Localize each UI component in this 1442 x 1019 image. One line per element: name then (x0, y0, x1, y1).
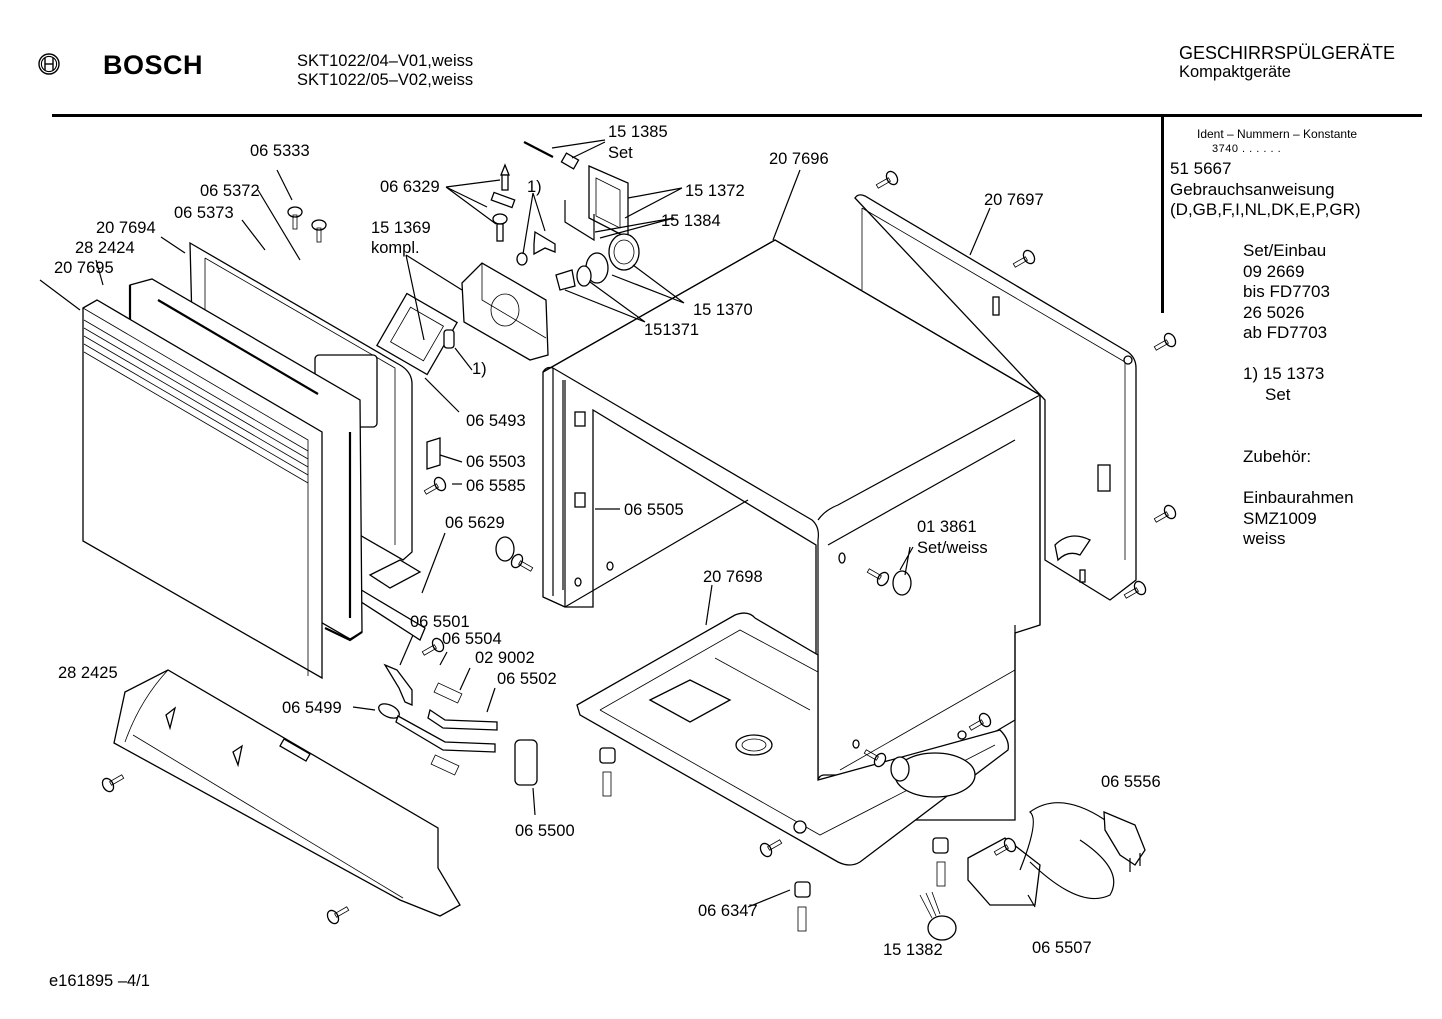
callout-label: 06 5501 (410, 613, 470, 631)
model-list: SKT1022/04–V01,weiss SKT1022/05–V02,weis… (297, 52, 473, 90)
callout-label: 06 5505 (624, 501, 684, 519)
screw-icon (1153, 504, 1177, 523)
callout-label: 15 1370 (693, 301, 753, 319)
callout-label: 06 5500 (515, 822, 575, 840)
screw-icon (311, 219, 327, 243)
screw-icon (993, 837, 1017, 856)
manual-label: Gebrauchsanweisung (1170, 179, 1335, 199)
callout-label: 06 5503 (466, 453, 526, 471)
callout-label: 20 7694 (96, 219, 156, 237)
category-title: GESCHIRRSPÜLGERÄTE (1179, 43, 1396, 63)
callout-label: 06 5585 (466, 477, 526, 495)
callout-label: 15 1384 (661, 212, 721, 230)
callout-label: 06 5556 (1101, 773, 1161, 791)
accessories-title: Zubehör: (1243, 447, 1312, 466)
bosch-armature-logo-icon (38, 53, 60, 75)
screw-icon (1153, 332, 1177, 351)
accessory-line: weiss (1243, 529, 1286, 548)
callout-label: 06 5502 (497, 670, 557, 688)
screw-icon (875, 170, 899, 189)
callout-label: 20 7696 (769, 150, 829, 168)
category-subtitle: Kompaktgeräte (1179, 63, 1291, 81)
manual-info: 51 5667 Gebrauchsanweisung (D,GB,F,I,NL,… (1170, 159, 1361, 221)
footnote-number: 1) 15 1373 (1243, 364, 1325, 383)
screw-icon (1123, 580, 1147, 599)
callout-label: 20 7698 (703, 568, 763, 586)
callout-label: 1) (527, 178, 542, 196)
ident-heading: Ident – Nummern – Konstante (1197, 127, 1358, 141)
screw-icon (421, 637, 445, 656)
callout-label: 06 5493 (466, 412, 526, 430)
screw-icon (1012, 249, 1036, 268)
set-einbau-line: bis FD7703 (1243, 282, 1330, 301)
side-panel-divider (1161, 116, 1164, 313)
leader-lines (39, 139, 1036, 908)
brand-name: BOSCH (103, 50, 204, 80)
callout-label: 28 2424 (75, 239, 135, 257)
callout-label: 02 9002 (475, 649, 535, 667)
base-plate-part (576, 612, 1009, 866)
callout-label: 06 6347 (698, 902, 758, 920)
callout-label: 06 5333 (250, 142, 310, 160)
footnote-label: Set (1265, 384, 1291, 404)
callout-label: 20 7695 (54, 259, 114, 277)
callout-label: 15 1382 (883, 941, 943, 959)
callout-label: Set/weiss (917, 539, 988, 557)
screw-icon (968, 712, 992, 731)
callout-label: 20 7697 (984, 191, 1044, 209)
accessory-line: SMZ1009 (1243, 508, 1317, 528)
accessories-list: Einbaurahmen SMZ1009 weiss (1243, 488, 1354, 550)
callout-label: 15 1372 (685, 182, 745, 200)
set-einbau-line: ab FD7703 (1243, 323, 1328, 342)
plinth-kickplate-part (113, 669, 461, 917)
callout-label: 06 5629 (445, 514, 505, 532)
ident-constant: 3740 . . . . . . (1212, 143, 1282, 155)
callout-label: 06 5373 (174, 204, 234, 222)
outer-door-panel-part (82, 299, 323, 680)
screw-icon (866, 568, 890, 587)
screw-icon (287, 206, 303, 230)
screw-icon (510, 553, 534, 572)
set-einbau-title: Set/Einbau (1243, 241, 1327, 260)
screw-icon (759, 839, 783, 858)
callout-label: kompl. (371, 239, 420, 257)
callout-label: 28 2425 (58, 664, 118, 682)
manual-number: 51 5667 (1170, 159, 1232, 178)
back-panel-part (854, 194, 1137, 601)
set-einbau-line: 26 5026 (1243, 302, 1305, 322)
set-einbau-line: 09 2669 (1243, 261, 1305, 281)
model-line: SKT1022/04–V01,weiss (297, 52, 474, 70)
product-category: GESCHIRRSPÜLGERÄTE Kompaktgeräte (1179, 44, 1395, 82)
set-einbau-info: Set/Einbau 09 2669 bis FD7703 26 5026 ab… (1243, 241, 1330, 344)
callout-label: 06 5499 (282, 699, 342, 717)
callout-label: 151371 (644, 321, 699, 339)
callout-labels: 15 1385 Set 06 5333 06 6329 1) 15 1372 2… (54, 123, 1161, 959)
callout-label: 06 5372 (200, 182, 260, 200)
accessory-line: Einbaurahmen (1243, 488, 1354, 507)
control-unit-part (375, 262, 549, 376)
callout-label: 01 3861 (917, 518, 977, 536)
callout-label: 15 1369 (371, 219, 431, 237)
model-line: SKT1022/05–V02,weiss (297, 71, 474, 89)
small-parts (368, 141, 1146, 941)
callout-label: 15 1385 (608, 123, 668, 141)
callout-label: 06 5507 (1032, 939, 1092, 957)
callout-label: Set (608, 144, 633, 162)
screw-icon (863, 749, 887, 768)
footnote-info: 1) 15 1373 Set (1243, 364, 1324, 405)
callout-label: 06 5504 (442, 630, 502, 648)
header-divider (52, 114, 1422, 117)
callout-label: 06 6329 (380, 178, 440, 196)
screw-icon (101, 774, 125, 793)
screw-icon (423, 476, 447, 495)
document-id: e161895 –4/1 (49, 972, 150, 990)
callout-label: 1) (472, 360, 487, 378)
screw-icon (326, 906, 350, 925)
manual-languages: (D,GB,F,I,NL,DK,E,P,GR) (1170, 200, 1361, 219)
screws (101, 170, 1177, 925)
